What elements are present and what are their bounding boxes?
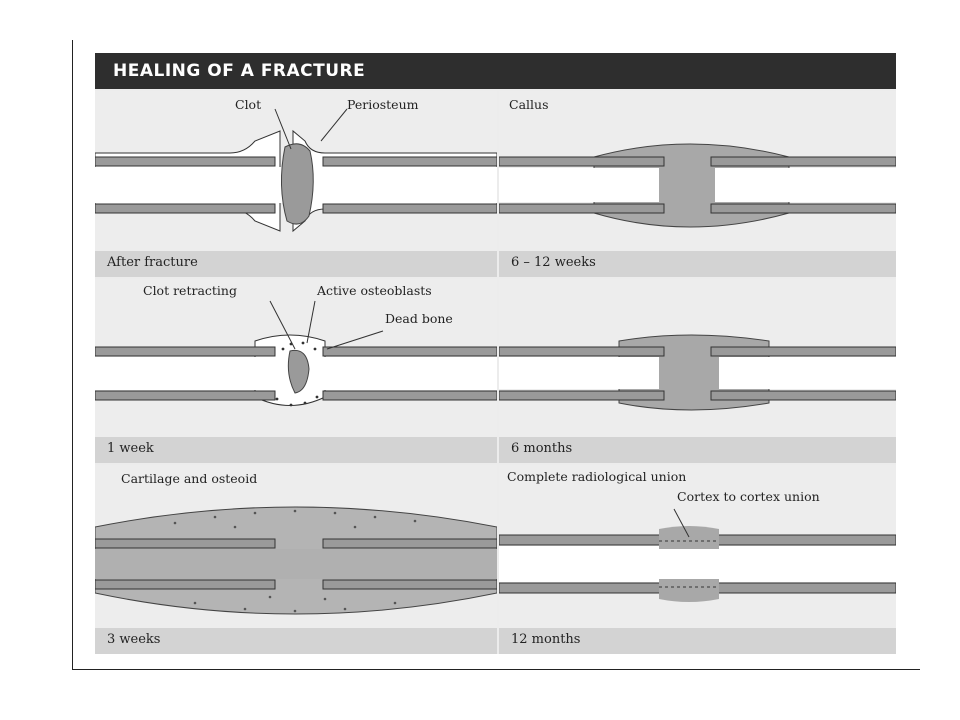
periosteum-pointer (320, 108, 348, 142)
cortex-upper-left (95, 538, 276, 549)
clot (280, 143, 314, 225)
cartilage-osteoid-diagram (95, 506, 497, 615)
cortex-lower-left (95, 203, 276, 214)
caption-3-weeks: 3 weeks (107, 632, 161, 647)
panel-1-week: Clot retracting Active osteoblasts Dead … (95, 279, 497, 463)
cortex-upper-left (95, 346, 276, 357)
cortex-union-pointer (673, 508, 690, 538)
clot-retracting-pointer (269, 300, 296, 350)
label-clot-retracting: Clot retracting (143, 283, 237, 298)
label-dead-bone: Dead bone (385, 311, 453, 326)
label-callus: Callus (509, 97, 549, 112)
dead-bone-pointer (326, 330, 384, 350)
union-site-lower (659, 579, 719, 602)
panel-6-months: 6 months (499, 279, 896, 463)
retracting-clot (287, 349, 310, 394)
label-cortex-union: Cortex to cortex union (677, 489, 820, 504)
frame-left-line (72, 40, 73, 670)
cortex-upper-right (710, 156, 896, 167)
cortex-lower-right (710, 390, 896, 401)
cortex-lower-right (710, 203, 896, 214)
caption-after-fracture: After fracture (107, 255, 198, 270)
caption-6-12-weeks: 6 – 12 weeks (511, 255, 596, 270)
frame-bottom-line (72, 669, 920, 670)
panel-6-12-weeks: Callus 6 – 12 weeks (499, 91, 896, 277)
cortex-upper-left (499, 156, 665, 167)
cortex-lower-right (322, 390, 497, 401)
panel-3-weeks: Cartilage and osteoid 3 weeks (95, 465, 497, 654)
fracture-healing-figure: HEALING OF A FRACTURE Clot Periosteum Af… (95, 53, 896, 654)
complete-union-diagram (499, 508, 896, 602)
panel-after-fracture: Clot Periosteum After fracture (95, 91, 497, 277)
label-complete-union: Complete radiological union (507, 469, 687, 484)
callus-bridge (659, 161, 715, 209)
label-clot: Clot (235, 97, 262, 112)
title-bar: HEALING OF A FRACTURE (95, 53, 896, 89)
caption-bar: 6 – 12 weeks (499, 251, 896, 277)
caption-bar: After fracture (95, 251, 497, 277)
cortex-lower-left (499, 203, 665, 214)
caption-bar: 12 months (499, 628, 896, 654)
label-active-osteoblasts: Active osteoblasts (317, 283, 432, 298)
caption-1-week: 1 week (107, 441, 154, 456)
caption-bar: 3 weeks (95, 628, 497, 654)
cortex-lower-right (322, 579, 497, 590)
panel-12-months: Complete radiological union Cortex to co… (499, 465, 896, 654)
cortex-lower-left (499, 390, 665, 401)
remodeling-diagram (499, 334, 896, 411)
clot-retraction-diagram (95, 300, 497, 407)
union-site-upper (659, 526, 719, 549)
cortex-lower-left (95, 390, 276, 401)
caption-bar: 6 months (499, 437, 896, 463)
clot-pointer (274, 108, 292, 150)
after-fracture-diagram (95, 108, 497, 233)
callus-bridge (659, 351, 719, 395)
callus-diagram (499, 143, 896, 228)
osteoid-dots (173, 509, 417, 613)
cortex-upper-right (710, 346, 896, 357)
label-cartilage-osteoid: Cartilage and osteoid (121, 471, 258, 486)
label-periosteum: Periosteum (347, 97, 419, 112)
marrow-cavity (499, 546, 896, 582)
caption-12-months: 12 months (511, 632, 581, 647)
figure-title: HEALING OF A FRACTURE (113, 61, 366, 81)
marrow-cavity (95, 549, 497, 579)
active-osteoblasts-pointer (306, 300, 316, 344)
cortex-upper-right (322, 538, 497, 549)
cortex-upper-left (499, 346, 665, 357)
cortex-lower-right (322, 203, 497, 214)
cortex-upper-right (322, 156, 497, 167)
cortex-lower-left (95, 579, 276, 590)
cortex-upper-left (95, 156, 276, 167)
caption-bar: 1 week (95, 437, 497, 463)
osteoblast-dots (275, 341, 319, 407)
cortex-upper-right (322, 346, 497, 357)
caption-6-months: 6 months (511, 441, 573, 456)
